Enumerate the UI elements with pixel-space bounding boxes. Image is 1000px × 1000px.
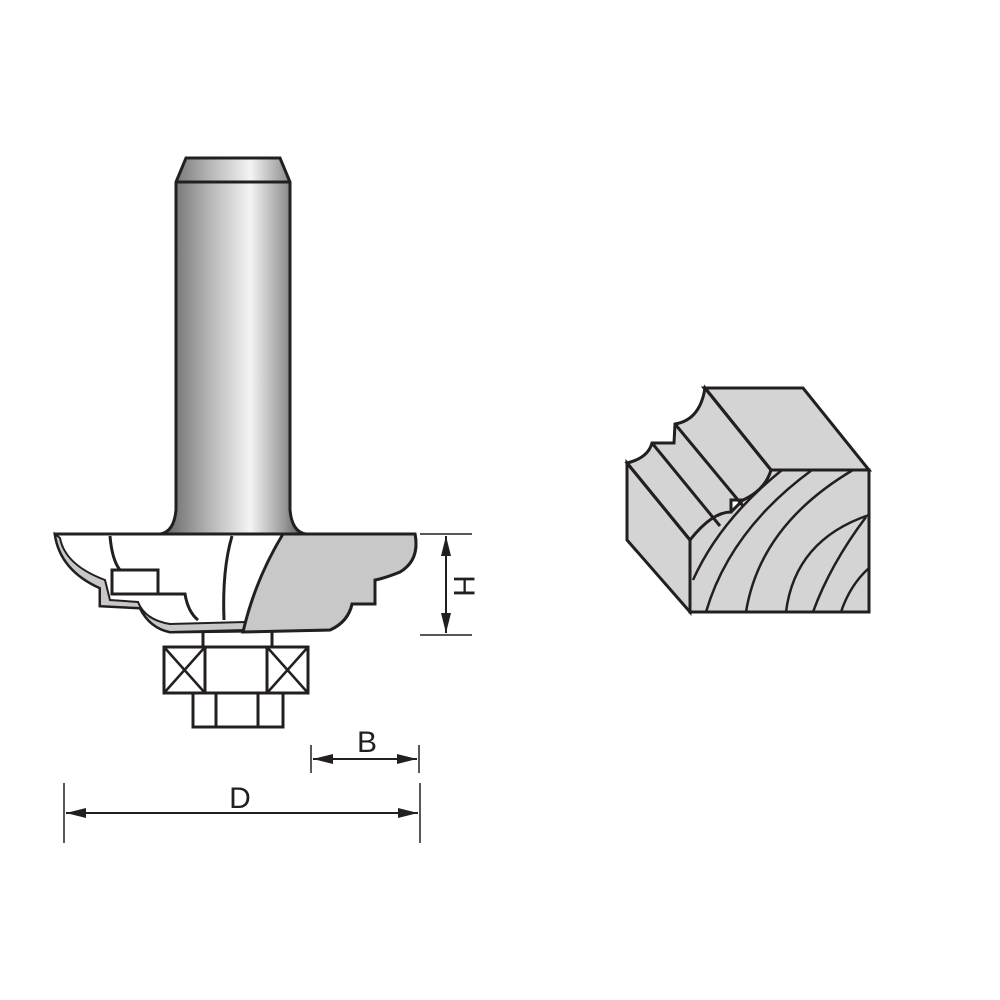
label-d: D	[229, 782, 251, 815]
workpiece-profile	[624, 384, 873, 616]
diameter-dimension: D	[63, 782, 421, 843]
cut-width-dimension: B	[310, 726, 420, 773]
label-h: H	[447, 575, 480, 597]
bearing	[162, 632, 310, 729]
height-dimension: H	[420, 533, 480, 636]
label-b: B	[357, 726, 377, 759]
shank	[159, 156, 307, 536]
cutter-profile	[53, 531, 418, 634]
